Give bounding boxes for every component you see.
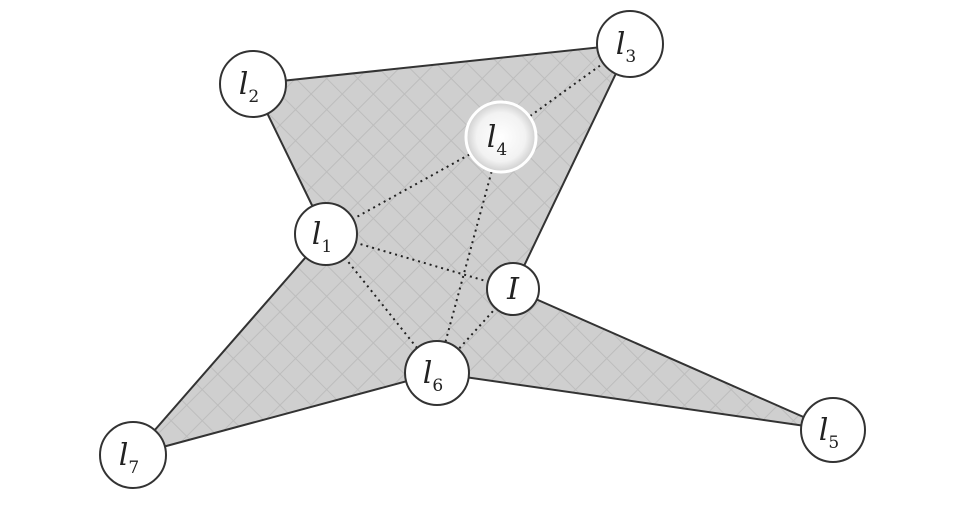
node-l5[interactable]: l5 xyxy=(800,397,866,463)
node-l2[interactable]: l2 xyxy=(219,50,287,118)
node-l5-circle xyxy=(800,397,866,463)
node-l3-circle xyxy=(596,10,664,78)
dotted-edge-l1-i xyxy=(325,233,514,290)
node-l1-label: l1 xyxy=(312,217,332,257)
node-l4[interactable]: l4 xyxy=(464,100,538,174)
node-l1-circle xyxy=(294,202,358,266)
node-l2-circle xyxy=(219,50,287,118)
node-l7[interactable]: l7 xyxy=(99,421,167,489)
node-i-label: I xyxy=(506,272,520,307)
node-l6[interactable]: l6 xyxy=(404,340,470,406)
node-l4-circle xyxy=(464,100,538,174)
node-i[interactable]: I xyxy=(486,262,540,316)
node-l4-label: l4 xyxy=(487,120,507,160)
node-l3-label: l3 xyxy=(616,27,636,67)
node-l7-circle xyxy=(99,421,167,489)
node-l6-circle xyxy=(404,340,470,406)
node-l6-label: l6 xyxy=(423,356,443,396)
node-i-circle xyxy=(486,262,540,316)
node-l7-label: l7 xyxy=(119,438,139,478)
node-l1[interactable]: l1 xyxy=(294,202,358,266)
nodes: l1 l2 l3 l4 l5 l6 l7 I xyxy=(99,10,866,489)
node-l5-label: l5 xyxy=(819,413,839,453)
node-l2-label: l2 xyxy=(239,67,259,107)
node-l3[interactable]: l3 xyxy=(596,10,664,78)
shaded-region xyxy=(130,42,834,457)
